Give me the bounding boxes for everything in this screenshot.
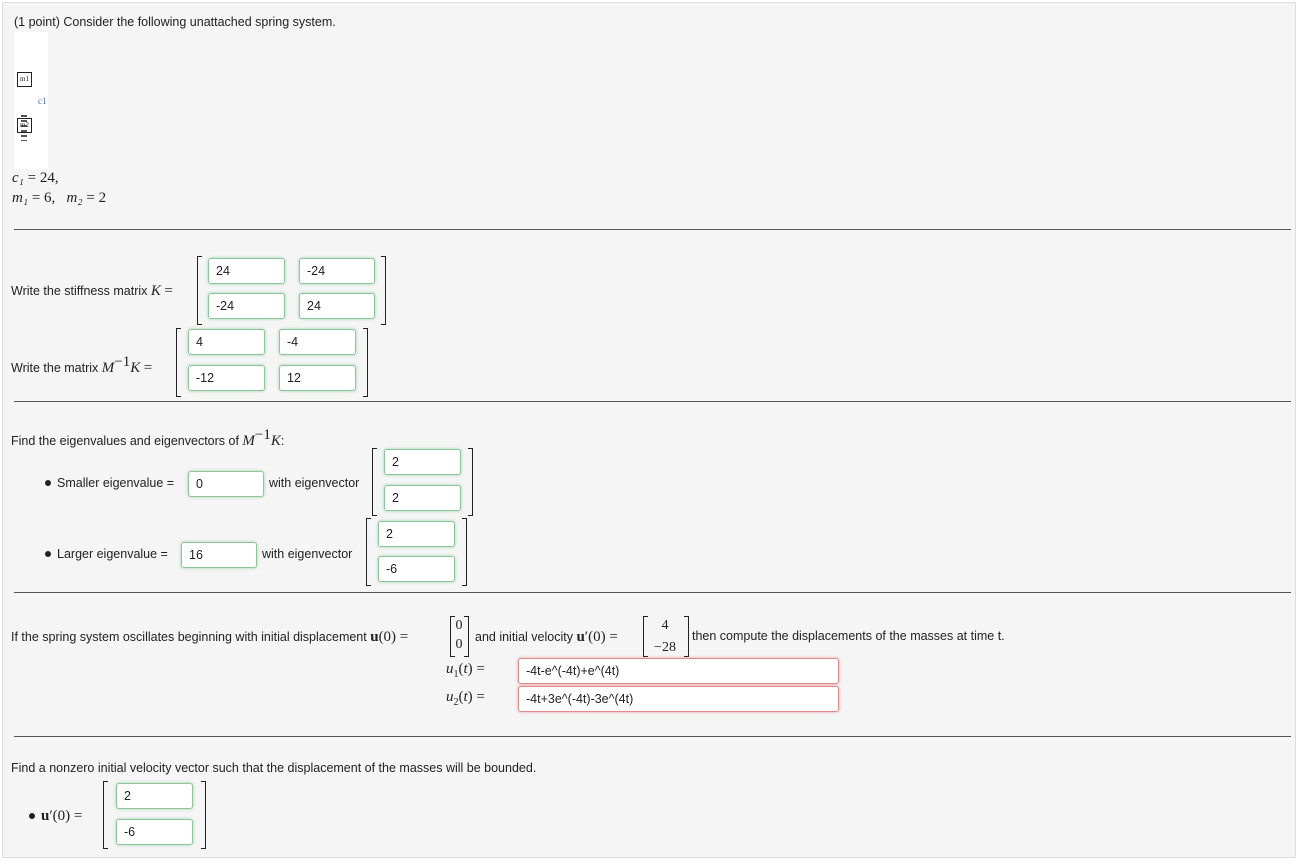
stiffness-matrix-entry-11[interactable]: [208, 258, 285, 284]
spring-icon: [21, 115, 27, 141]
minvk-prompt: Write the matrix M−1K =: [11, 354, 153, 377]
initial-displacement-entry: 0: [455, 637, 463, 652]
smaller-eigenvalue-input[interactable]: [188, 471, 264, 497]
vector-right-bracket: [464, 616, 469, 657]
smaller-eigenvector-entry-1[interactable]: [384, 449, 461, 475]
bullet-icon: [29, 812, 35, 819]
spring-system-diagram: m1 c1 m2: [14, 32, 48, 169]
bounded-velocity-entry-2[interactable]: [116, 819, 193, 845]
bullet-icon: [45, 550, 51, 557]
vector-right-bracket: [684, 616, 689, 657]
matrix-left-bracket: [176, 328, 181, 397]
minvk-matrix-entry-11[interactable]: [188, 329, 265, 355]
larger-eigenvector-entry-1[interactable]: [378, 521, 455, 547]
bounded-velocity-label: u′(0) =: [29, 808, 82, 825]
divider: [14, 736, 1291, 737]
minvk-matrix-entry-21[interactable]: [188, 365, 265, 391]
u1-answer-input[interactable]: [518, 658, 839, 684]
problem-header: (1 point) Consider the following unattac…: [14, 15, 336, 29]
vector-left-bracket: [372, 448, 377, 516]
oscillation-prompt: If the spring system oscillates beginnin…: [11, 629, 409, 645]
stiffness-matrix-entry-21[interactable]: [208, 293, 285, 319]
problem-intro: Consider the following unattached spring…: [63, 15, 336, 29]
u1-label: u1(t) =: [446, 661, 485, 680]
minvk-matrix-entry-22[interactable]: [279, 365, 356, 391]
minvk-matrix-entry-12[interactable]: [279, 329, 356, 355]
divider: [14, 401, 1291, 402]
bounded-prompt: Find a nonzero initial velocity vector s…: [11, 761, 537, 775]
oscillation-prompt-end: then compute the displacements of the ma…: [692, 629, 1005, 643]
given-masses: m₁ = 6, m₂ = 2: [12, 190, 107, 206]
initial-velocity-entry: −28: [654, 640, 676, 655]
divider: [14, 592, 1291, 593]
vector-right-bracket: [201, 781, 206, 849]
larger-eigenvalue-input[interactable]: [181, 542, 257, 568]
eigen-prompt: Find the eigenvalues and eigenvectors of…: [11, 427, 285, 450]
u2-answer-input[interactable]: [518, 686, 839, 712]
stiffness-matrix-entry-22[interactable]: [299, 293, 375, 319]
with-eigenvector-label: with eigenvector: [269, 476, 360, 490]
point-value: (1 point): [14, 15, 60, 29]
with-eigenvector-label: with eigenvector: [262, 547, 353, 561]
bounded-velocity-entry-1[interactable]: [116, 783, 193, 809]
vector-left-bracket: [450, 616, 455, 657]
initial-displacement-entry: 0: [455, 618, 463, 633]
vector-right-bracket: [462, 518, 467, 586]
stiffness-matrix-entry-12[interactable]: [299, 258, 375, 284]
vector-left-bracket: [643, 616, 648, 657]
stiffness-prompt: Write the stiffness matrix K =: [11, 283, 173, 299]
divider: [14, 229, 1291, 230]
u2-label: u2(t) =: [446, 689, 485, 708]
mass-m1-box: m1: [17, 72, 32, 87]
vector-right-bracket: [468, 448, 473, 516]
matrix-right-bracket: [381, 256, 386, 325]
initial-velocity-entry: 4: [661, 618, 669, 633]
given-c1: c₁ = 24,: [12, 170, 59, 186]
mass-m2-box: m2: [17, 118, 32, 133]
vector-left-bracket: [366, 518, 371, 586]
larger-eigenvector-entry-2[interactable]: [378, 556, 455, 582]
smaller-eigenvalue-label: Smaller eigenvalue =: [45, 476, 174, 490]
velocity-prompt: and initial velocity u′(0) =: [475, 629, 618, 645]
matrix-right-bracket: [363, 328, 368, 397]
matrix-left-bracket: [197, 256, 202, 325]
bullet-icon: [45, 479, 51, 486]
smaller-eigenvector-entry-2[interactable]: [384, 485, 461, 511]
spring-constant-label: c1: [38, 96, 47, 106]
vector-left-bracket: [103, 781, 108, 849]
larger-eigenvalue-label: Larger eigenvalue =: [45, 547, 168, 561]
